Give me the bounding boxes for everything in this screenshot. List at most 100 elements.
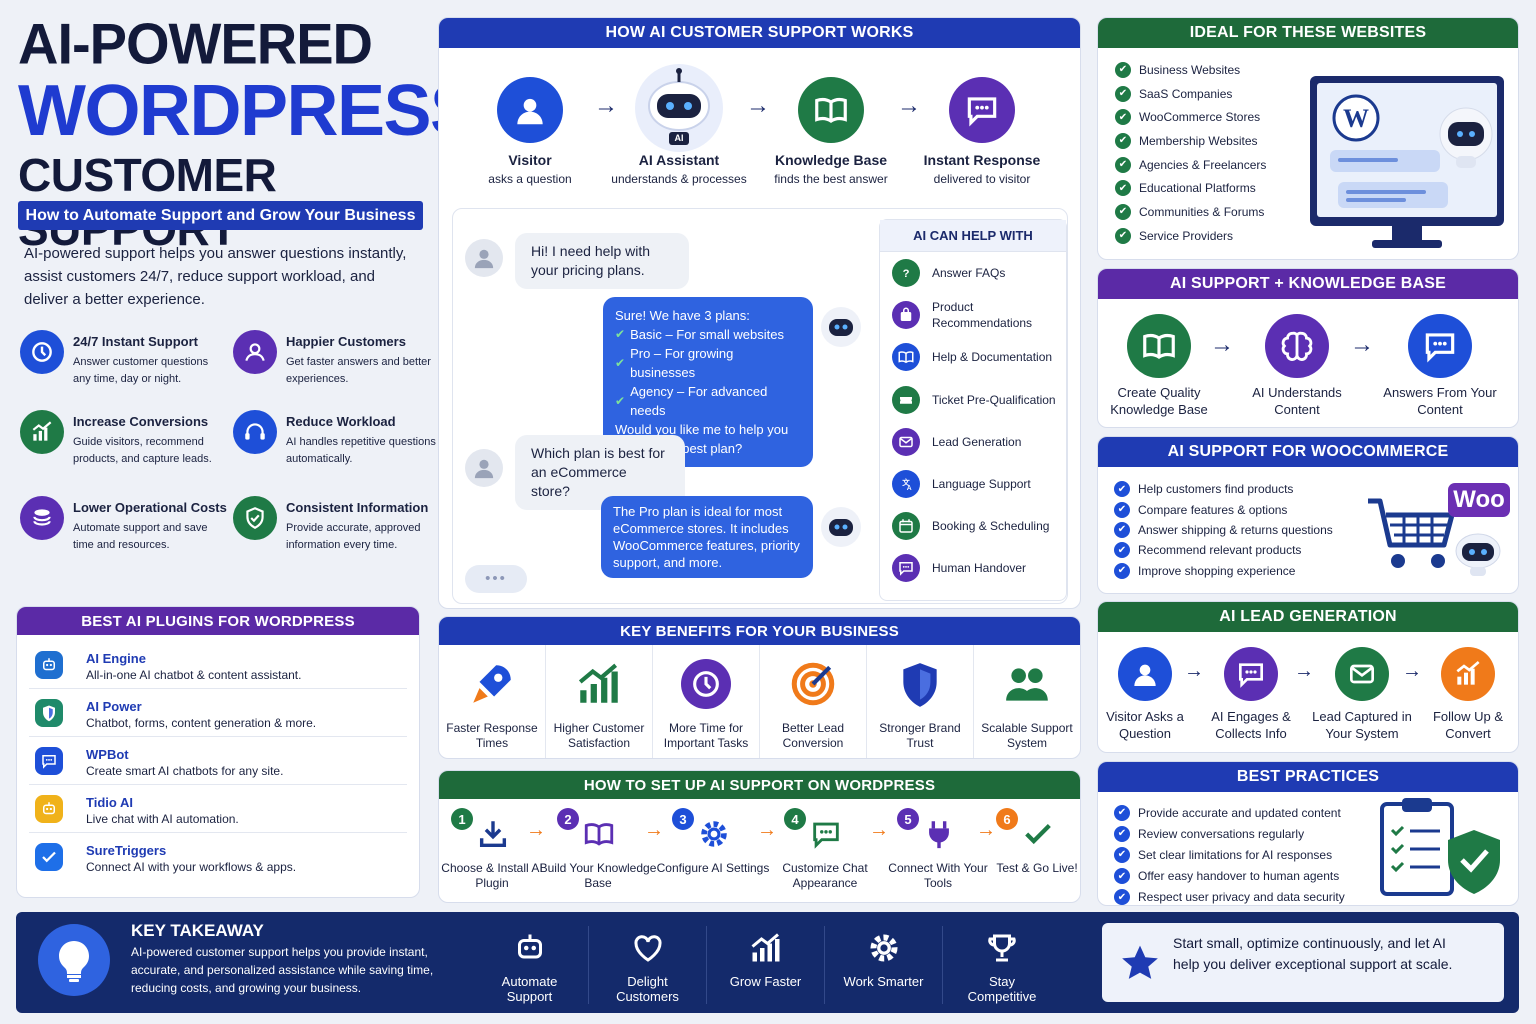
plugin-desc: Create smart AI chatbots for any site. [86,764,284,778]
ai-help-label: Product Recommendations [932,300,1033,331]
benefit-label: More Time for Important Tasks [663,721,749,750]
check-list-item: ✔ WooCommerce Stores [1115,105,1518,129]
check-icon: ✔ [1115,203,1131,220]
ai-help-item: Product Recommendations [880,294,1066,336]
how-step-title: Instant Response [923,152,1041,168]
how-step-desc: finds the best answer [774,172,888,186]
ai-help-label: Language Support [932,477,1031,492]
woo-card: AI SUPPORT FOR WOOCOMMERCE ✔ Help custom… [1097,436,1519,594]
check-icon: ✔ [1114,481,1130,498]
user-icon [497,77,563,143]
growth-chart-icon [574,659,624,709]
takeaway-bar: KEY TAKEAWAY AI-powered customer support… [16,912,1519,1013]
svg-text:文: 文 [902,477,910,487]
check-icon: ✔ [1114,562,1130,579]
plugin-item[interactable]: SureTriggers Connect AI with your workfl… [29,833,407,881]
plan-text: Pro – For growing businesses [630,346,734,380]
check-icon: ✔ [1115,180,1131,197]
check-icon: ✔ [1115,132,1131,149]
ai-help-item: Booking & Scheduling [880,505,1066,547]
woo-logo: Woo [1448,483,1510,517]
arrow-right-icon: → [644,819,664,841]
check-list-text: Provide accurate and updated content [1138,805,1341,820]
chart-icon [1441,647,1495,701]
kb-step-label: Create Quality Knowledge Base [1110,385,1208,417]
download-icon [476,817,510,851]
plugin-item[interactable]: Tidio AI Live chat with AI automation. [29,785,407,833]
benefit-item: Higher Customer Satisfaction [546,645,653,758]
chat-bubble-icon [35,747,63,775]
clock-icon [681,659,731,709]
arrow-right-icon: → [526,819,546,841]
check-list-item: ✔ Compare features & options [1114,499,1518,519]
brain-icon [1265,314,1329,378]
check-icon: ✔ [1115,61,1131,78]
benefits-title: KEY BENEFITS FOR YOUR BUSINESS [439,617,1080,645]
ideal-title: IDEAL FOR THESE WEBSITES [1098,18,1518,48]
growth-chart-icon [748,930,784,966]
arrow-right-icon: → [1210,331,1234,358]
arrow-right-icon: → [1350,331,1374,358]
takeaway-item-label: Grow Faster [729,974,802,989]
ai-help-label: Help & Documentation [932,350,1053,365]
happy-user-icon [233,330,277,374]
check-icon: ✔ [1115,156,1131,173]
plugin-desc: Connect AI with your workflows & apps. [86,860,297,874]
cart-icon [1364,495,1460,575]
check-list-item: ✔ Set clear limitations for AI responses [1114,844,1518,865]
ai-help-title: AI CAN HELP WITH [880,220,1066,252]
clock-icon [20,330,64,374]
takeaway-quote: Start small, optimize continuously, and … [1173,935,1453,972]
mail-icon [1335,647,1389,701]
check-icon: ✔ [1114,542,1130,559]
benefit-label: Better Lead Conversion [781,721,845,750]
hero-subtitle-text: How to Automate Support and Grow Your Bu… [25,206,416,224]
svg-text:A: A [907,485,912,492]
check-icon: ✔ [1114,868,1130,885]
plan-item: ✔ Basic – For small websites [615,325,801,344]
arrow-right-icon: → [1402,660,1422,682]
check-list-text: Offer easy handover to human agents [1138,869,1340,884]
chart-icon [20,410,64,454]
step-number: 6 [1003,811,1011,827]
book-icon [582,817,616,851]
check-list-text: Communities & Forums [1139,204,1265,219]
shield-check-icon [233,496,277,540]
benefit-item: More Time for Important Tasks [653,645,760,758]
feature-title: 24/7 Instant Support [73,334,198,349]
plan-text: Basic – For small websites [630,327,784,342]
check-list-item: ✔ Agencies & Freelancers [1115,153,1518,177]
ai-assistant-robot-icon: AI [633,62,725,154]
feature-desc: Get faster answers and better experience… [286,356,431,385]
takeaway-item: Grow Faster [707,926,825,1004]
plugin-name: Tidio AI [86,795,133,810]
benefit-label: Higher Customer Satisfaction [553,721,645,750]
takeaway-title: KEY TAKEAWAY [131,921,264,940]
plugin-desc: Live chat with AI automation. [86,812,239,826]
hexagon-icon [35,699,63,727]
check-list-text: Recommend relevant products [1138,543,1302,558]
plugin-item[interactable]: WPBot Create smart AI chatbots for any s… [29,737,407,785]
plugin-item[interactable]: AI Power Chatbot, forms, content generat… [29,689,407,737]
arrow-right-icon: → [1294,660,1314,682]
practices-card: BEST PRACTICES ✔ Provide accurate and up… [1097,761,1519,906]
check-list-text: Agencies & Freelancers [1139,157,1267,172]
feature-title: Lower Operational Costs [73,500,227,515]
check-list-item: ✔ Help customers find products [1114,479,1518,499]
check-list-item: ✔ Business Websites [1115,58,1518,82]
lead-title: AI LEAD GENERATION [1098,602,1518,632]
bot-avatar-icon [821,507,861,547]
ai-help-label: Ticket Pre-Qualification [932,392,1056,407]
ai-help-label: Answer FAQs [932,266,1006,281]
check-list-item: ✔ Answer shipping & returns questions [1114,520,1518,540]
plug-icon [922,817,956,851]
check-list-text: Review conversations regularly [1138,826,1305,841]
plugin-desc: All-in-one AI chatbot & content assistan… [86,668,302,682]
plugin-item[interactable]: AI Engine All-in-one AI chatbot & conten… [29,641,407,689]
check-list-text: Improve shopping experience [1138,563,1296,578]
chat-icon [1224,647,1278,701]
s-logo-icon [35,843,63,871]
step-number: 2 [564,811,572,827]
check-list-item: ✔ Recommend relevant products [1114,540,1518,560]
